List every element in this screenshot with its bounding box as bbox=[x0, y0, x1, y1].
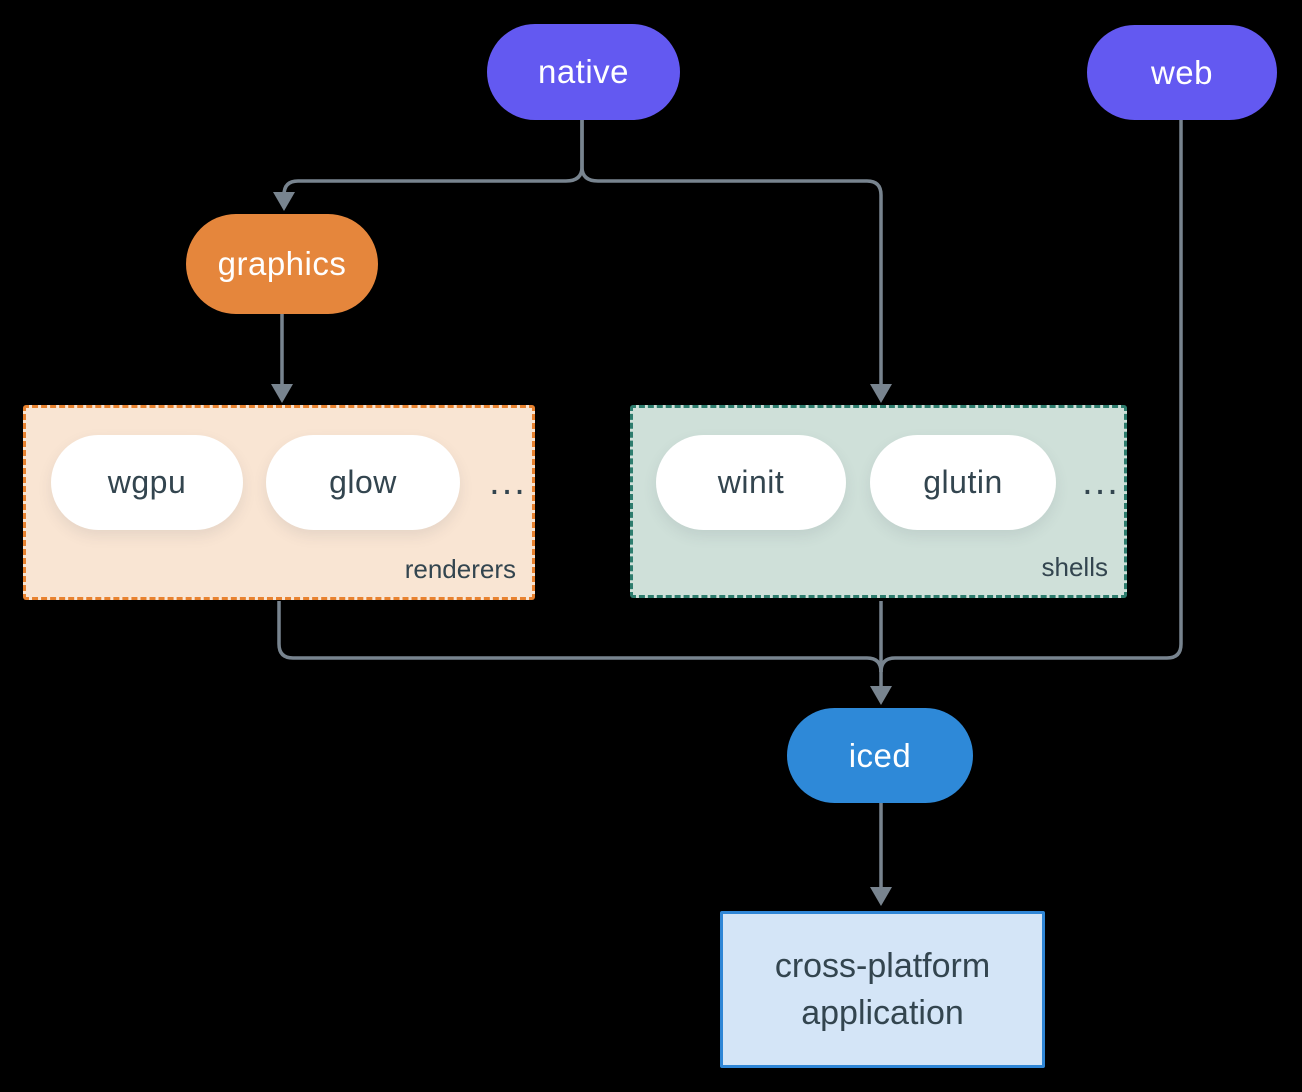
group-renderers: wgpu glow ... renderers bbox=[23, 405, 535, 600]
edge-native-shells bbox=[580, 120, 883, 386]
node-glutin-label: glutin bbox=[923, 464, 1003, 500]
edge-native-graphics bbox=[282, 120, 584, 196]
node-application[interactable]: cross-platform application bbox=[720, 911, 1045, 1068]
arrowhead-into-renderers bbox=[271, 384, 293, 403]
node-native-label: native bbox=[537, 53, 630, 90]
node-iced-label: iced bbox=[848, 736, 912, 774]
node-glutin[interactable]: glutin bbox=[870, 435, 1056, 530]
node-graphics[interactable]: graphics bbox=[186, 214, 378, 314]
group-shells-label: shells bbox=[1041, 552, 1108, 582]
shells-ellipsis: ... bbox=[1082, 461, 1120, 503]
node-winit[interactable]: winit bbox=[656, 435, 846, 530]
group-shells: winit glutin ... shells bbox=[630, 405, 1127, 598]
node-web[interactable]: web bbox=[1087, 25, 1277, 120]
node-web-label: web bbox=[1150, 53, 1214, 91]
group-renderers-label: renderers bbox=[404, 554, 516, 584]
node-wgpu-label: wgpu bbox=[107, 464, 187, 500]
node-application-label-line2: application bbox=[801, 993, 964, 1032]
arrowhead-into-graphics bbox=[273, 192, 295, 211]
node-glow-label: glow bbox=[329, 464, 397, 500]
node-application-label-line1: cross-platform bbox=[774, 946, 991, 985]
arrowhead-into-iced bbox=[870, 686, 892, 705]
node-native[interactable]: native bbox=[487, 24, 680, 120]
arrowhead-into-application bbox=[870, 887, 892, 906]
node-graphics-label: graphics bbox=[217, 245, 347, 282]
node-winit-label: winit bbox=[717, 464, 785, 500]
edge-renderers-iced bbox=[277, 601, 883, 673]
node-iced[interactable]: iced bbox=[787, 708, 973, 803]
node-glow[interactable]: glow bbox=[266, 435, 460, 530]
renderers-ellipsis: ... bbox=[489, 461, 527, 503]
arrowhead-into-shells bbox=[870, 384, 892, 403]
node-wgpu[interactable]: wgpu bbox=[51, 435, 243, 530]
